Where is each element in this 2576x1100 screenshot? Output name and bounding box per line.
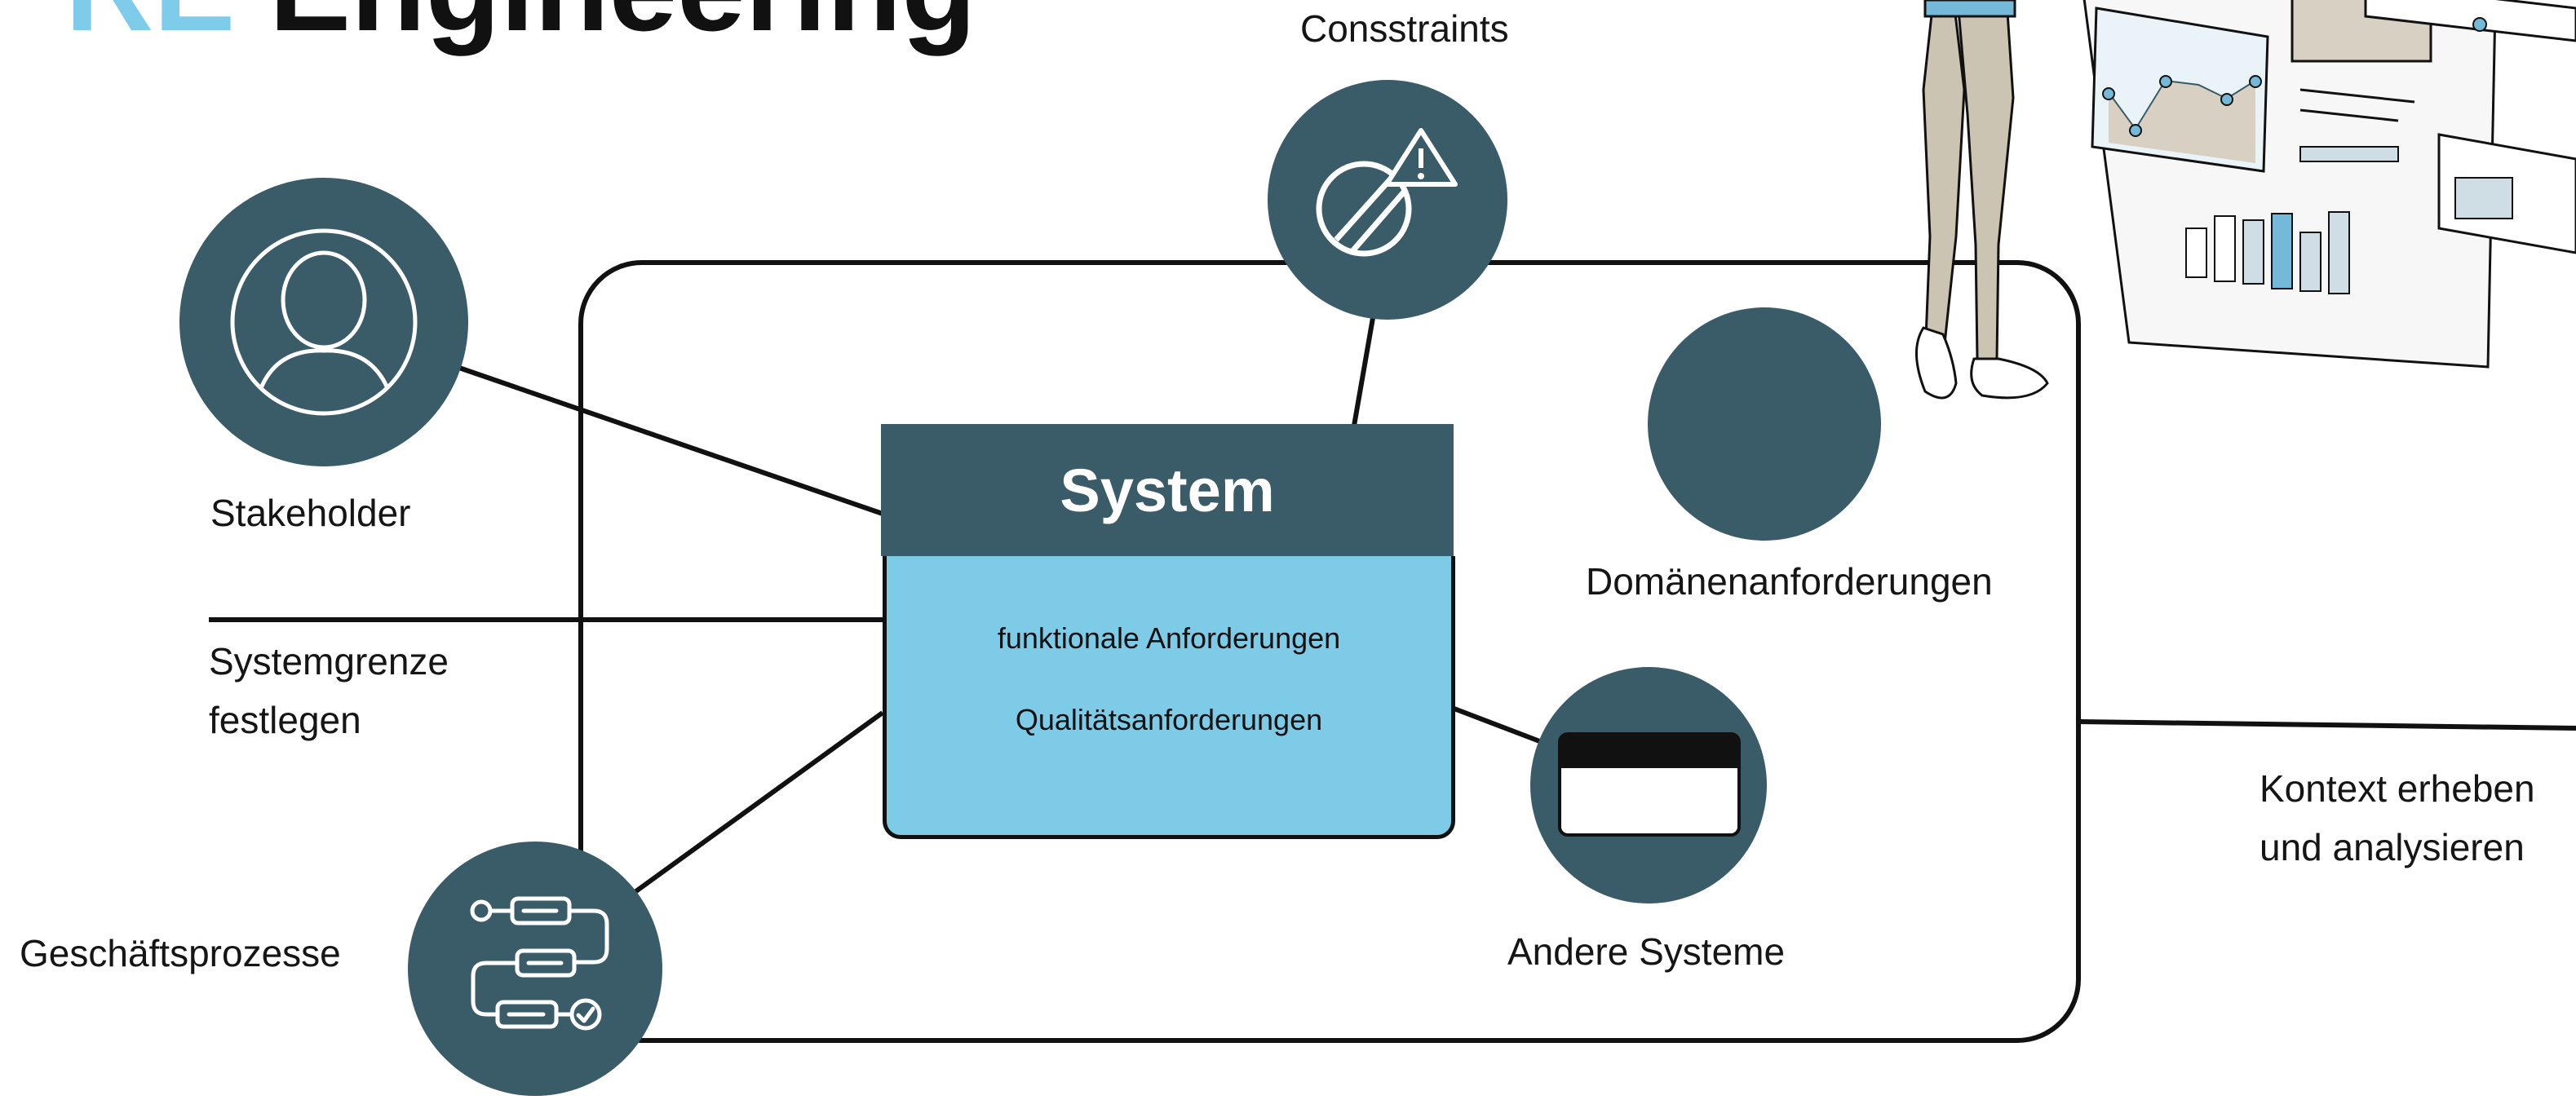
other-systems-node bbox=[1530, 667, 1767, 903]
context-label-line2: und analysieren bbox=[2260, 826, 2525, 868]
domain-label: Domänenanforderungen bbox=[1586, 560, 1993, 603]
constraints-label: Consstraints bbox=[1300, 7, 1509, 50]
system-title: System bbox=[881, 424, 1454, 556]
system-box: System funktionale Anforderungen Qualitä… bbox=[881, 424, 1455, 840]
processes-node bbox=[408, 842, 662, 1096]
boundary-label-line1: Systemgrenze bbox=[209, 640, 449, 683]
context-label-line1: Kontext erheben bbox=[2260, 767, 2535, 810]
quality-requirements-text: Qualitätsanforderungen bbox=[1015, 703, 1323, 736]
other-systems-label: Andere Systeme bbox=[1507, 930, 1786, 973]
stakeholder-node bbox=[179, 178, 468, 466]
check-icon bbox=[569, 998, 602, 1031]
stakeholder-label: Stakeholder bbox=[210, 492, 411, 534]
processes-label: Geschäftsprozesse bbox=[20, 932, 341, 974]
context-pointer-line bbox=[2078, 719, 2576, 731]
boundary-label-line2: festlegen bbox=[209, 699, 361, 741]
user-icon bbox=[230, 228, 418, 416]
card-icon bbox=[1558, 732, 1741, 837]
processes-connector bbox=[626, 710, 884, 899]
stakeholder-connector bbox=[456, 364, 883, 516]
system-requirements: funktionale Anforderungen Qualitätsanfor… bbox=[883, 556, 1455, 839]
constraints-node bbox=[1268, 80, 1507, 320]
page-title: RE Engineering bbox=[65, 0, 976, 49]
other-systems-connector bbox=[1450, 705, 1543, 744]
domain-node bbox=[1648, 307, 1881, 541]
functional-requirements-text: funktionale Anforderungen bbox=[997, 621, 1341, 655]
title-prefix: RE bbox=[65, 0, 235, 56]
process-flow-icon bbox=[470, 896, 609, 1031]
title-main: Engineering bbox=[269, 0, 976, 56]
warning-icon bbox=[1384, 128, 1458, 187]
constraints-connector bbox=[1352, 317, 1375, 426]
prohibited-icon bbox=[1316, 128, 1458, 257]
person-dashboard-illustration bbox=[1915, 0, 2576, 400]
